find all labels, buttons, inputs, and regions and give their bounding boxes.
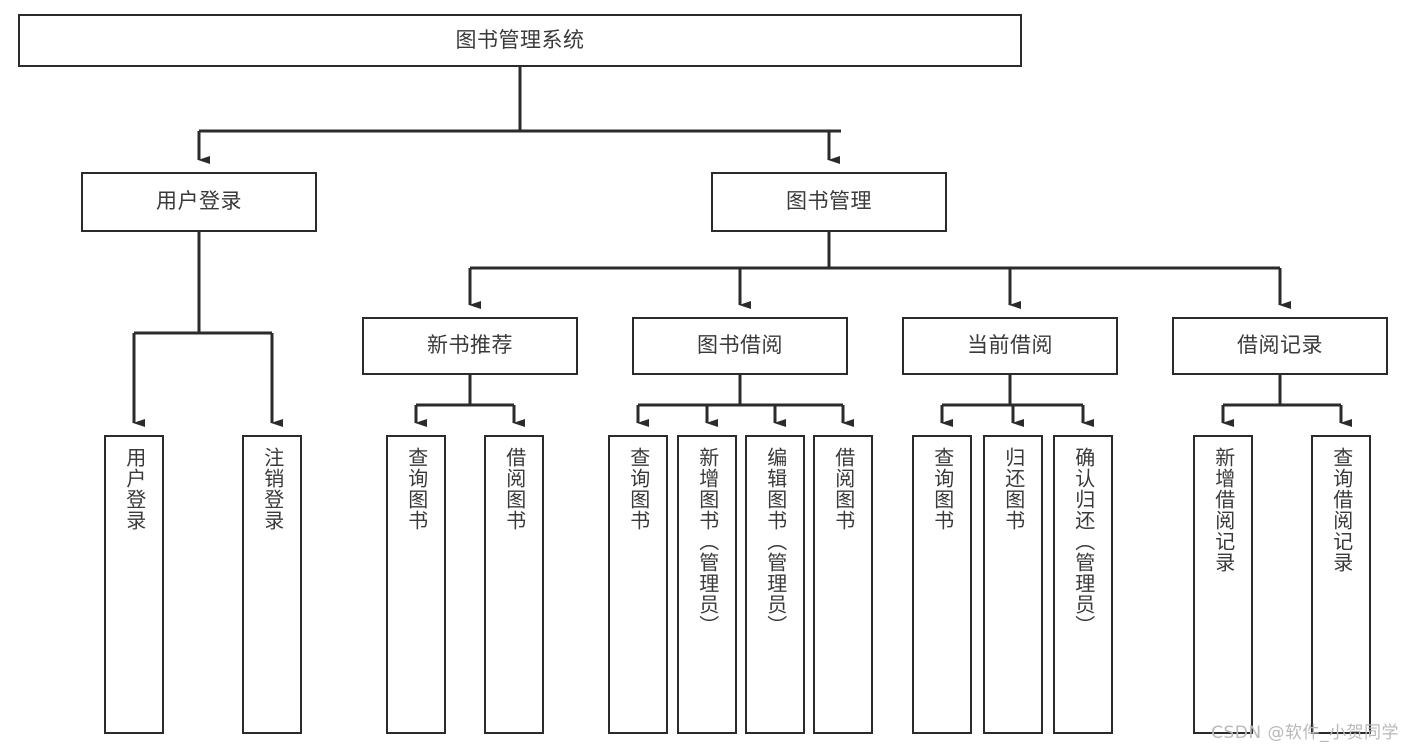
node-leaf-query-borrow-record[interactable]: 查询借阅记录 [1311,435,1371,734]
node-user-login-label: 用户登录 [156,189,242,214]
node-root-label: 图书管理系统 [455,27,585,52]
node-leaf-add-book-admin-label: 新增图书（管理员） [695,447,720,636]
node-leaf-return-book[interactable]: 归还图书 [983,435,1043,734]
node-book-borrow[interactable]: 图书借阅 [632,317,848,375]
node-borrow-records-label: 借阅记录 [1237,333,1323,358]
node-leaf-query-book-borrow[interactable]: 查询图书 [608,435,668,734]
node-leaf-confirm-return-admin-label: 确认归还（管理员） [1071,447,1096,636]
node-current-borrow-label: 当前借阅 [967,333,1053,358]
node-leaf-edit-book-admin[interactable]: 编辑图书（管理员） [745,435,805,734]
node-leaf-query-book-borrow-label: 查询图书 [626,447,651,531]
node-leaf-query-book-recommend[interactable]: 查询图书 [386,435,446,734]
node-leaf-query-book-current[interactable]: 查询图书 [912,435,972,734]
node-new-book-recommend-label: 新书推荐 [427,333,513,358]
node-leaf-borrow-book-recommend[interactable]: 借阅图书 [484,435,544,734]
node-leaf-add-book-admin[interactable]: 新增图书（管理员） [677,435,737,734]
node-leaf-borrow-book-label: 借阅图书 [831,447,856,531]
node-leaf-borrow-book-recommend-label: 借阅图书 [502,447,527,531]
node-leaf-return-book-label: 归还图书 [1001,447,1026,531]
node-user-login[interactable]: 用户登录 [81,172,317,232]
node-leaf-query-borrow-record-label: 查询借阅记录 [1329,447,1354,573]
node-leaf-user-login-label: 用户登录 [122,447,147,531]
node-book-management-label: 图书管理 [786,189,872,214]
node-leaf-confirm-return-admin[interactable]: 确认归还（管理员） [1053,435,1113,734]
node-leaf-query-book-recommend-label: 查询图书 [404,447,429,531]
node-leaf-query-book-current-label: 查询图书 [930,447,955,531]
node-book-borrow-label: 图书借阅 [697,333,783,358]
node-new-book-recommend[interactable]: 新书推荐 [362,317,578,375]
node-leaf-edit-book-admin-label: 编辑图书（管理员） [763,447,788,636]
node-leaf-logout-label: 注销登录 [260,447,285,531]
node-root[interactable]: 图书管理系统 [18,14,1022,67]
node-leaf-add-borrow-record-label: 新增借阅记录 [1211,447,1236,573]
node-leaf-user-login[interactable]: 用户登录 [104,435,164,734]
node-book-management[interactable]: 图书管理 [711,172,947,232]
node-leaf-add-borrow-record[interactable]: 新增借阅记录 [1193,435,1253,734]
node-borrow-records[interactable]: 借阅记录 [1172,317,1388,375]
node-leaf-borrow-book[interactable]: 借阅图书 [813,435,873,734]
watermark-text: CSDN @软件_小贺同学 [1211,723,1399,743]
node-leaf-logout[interactable]: 注销登录 [242,435,302,734]
node-current-borrow[interactable]: 当前借阅 [902,317,1118,375]
